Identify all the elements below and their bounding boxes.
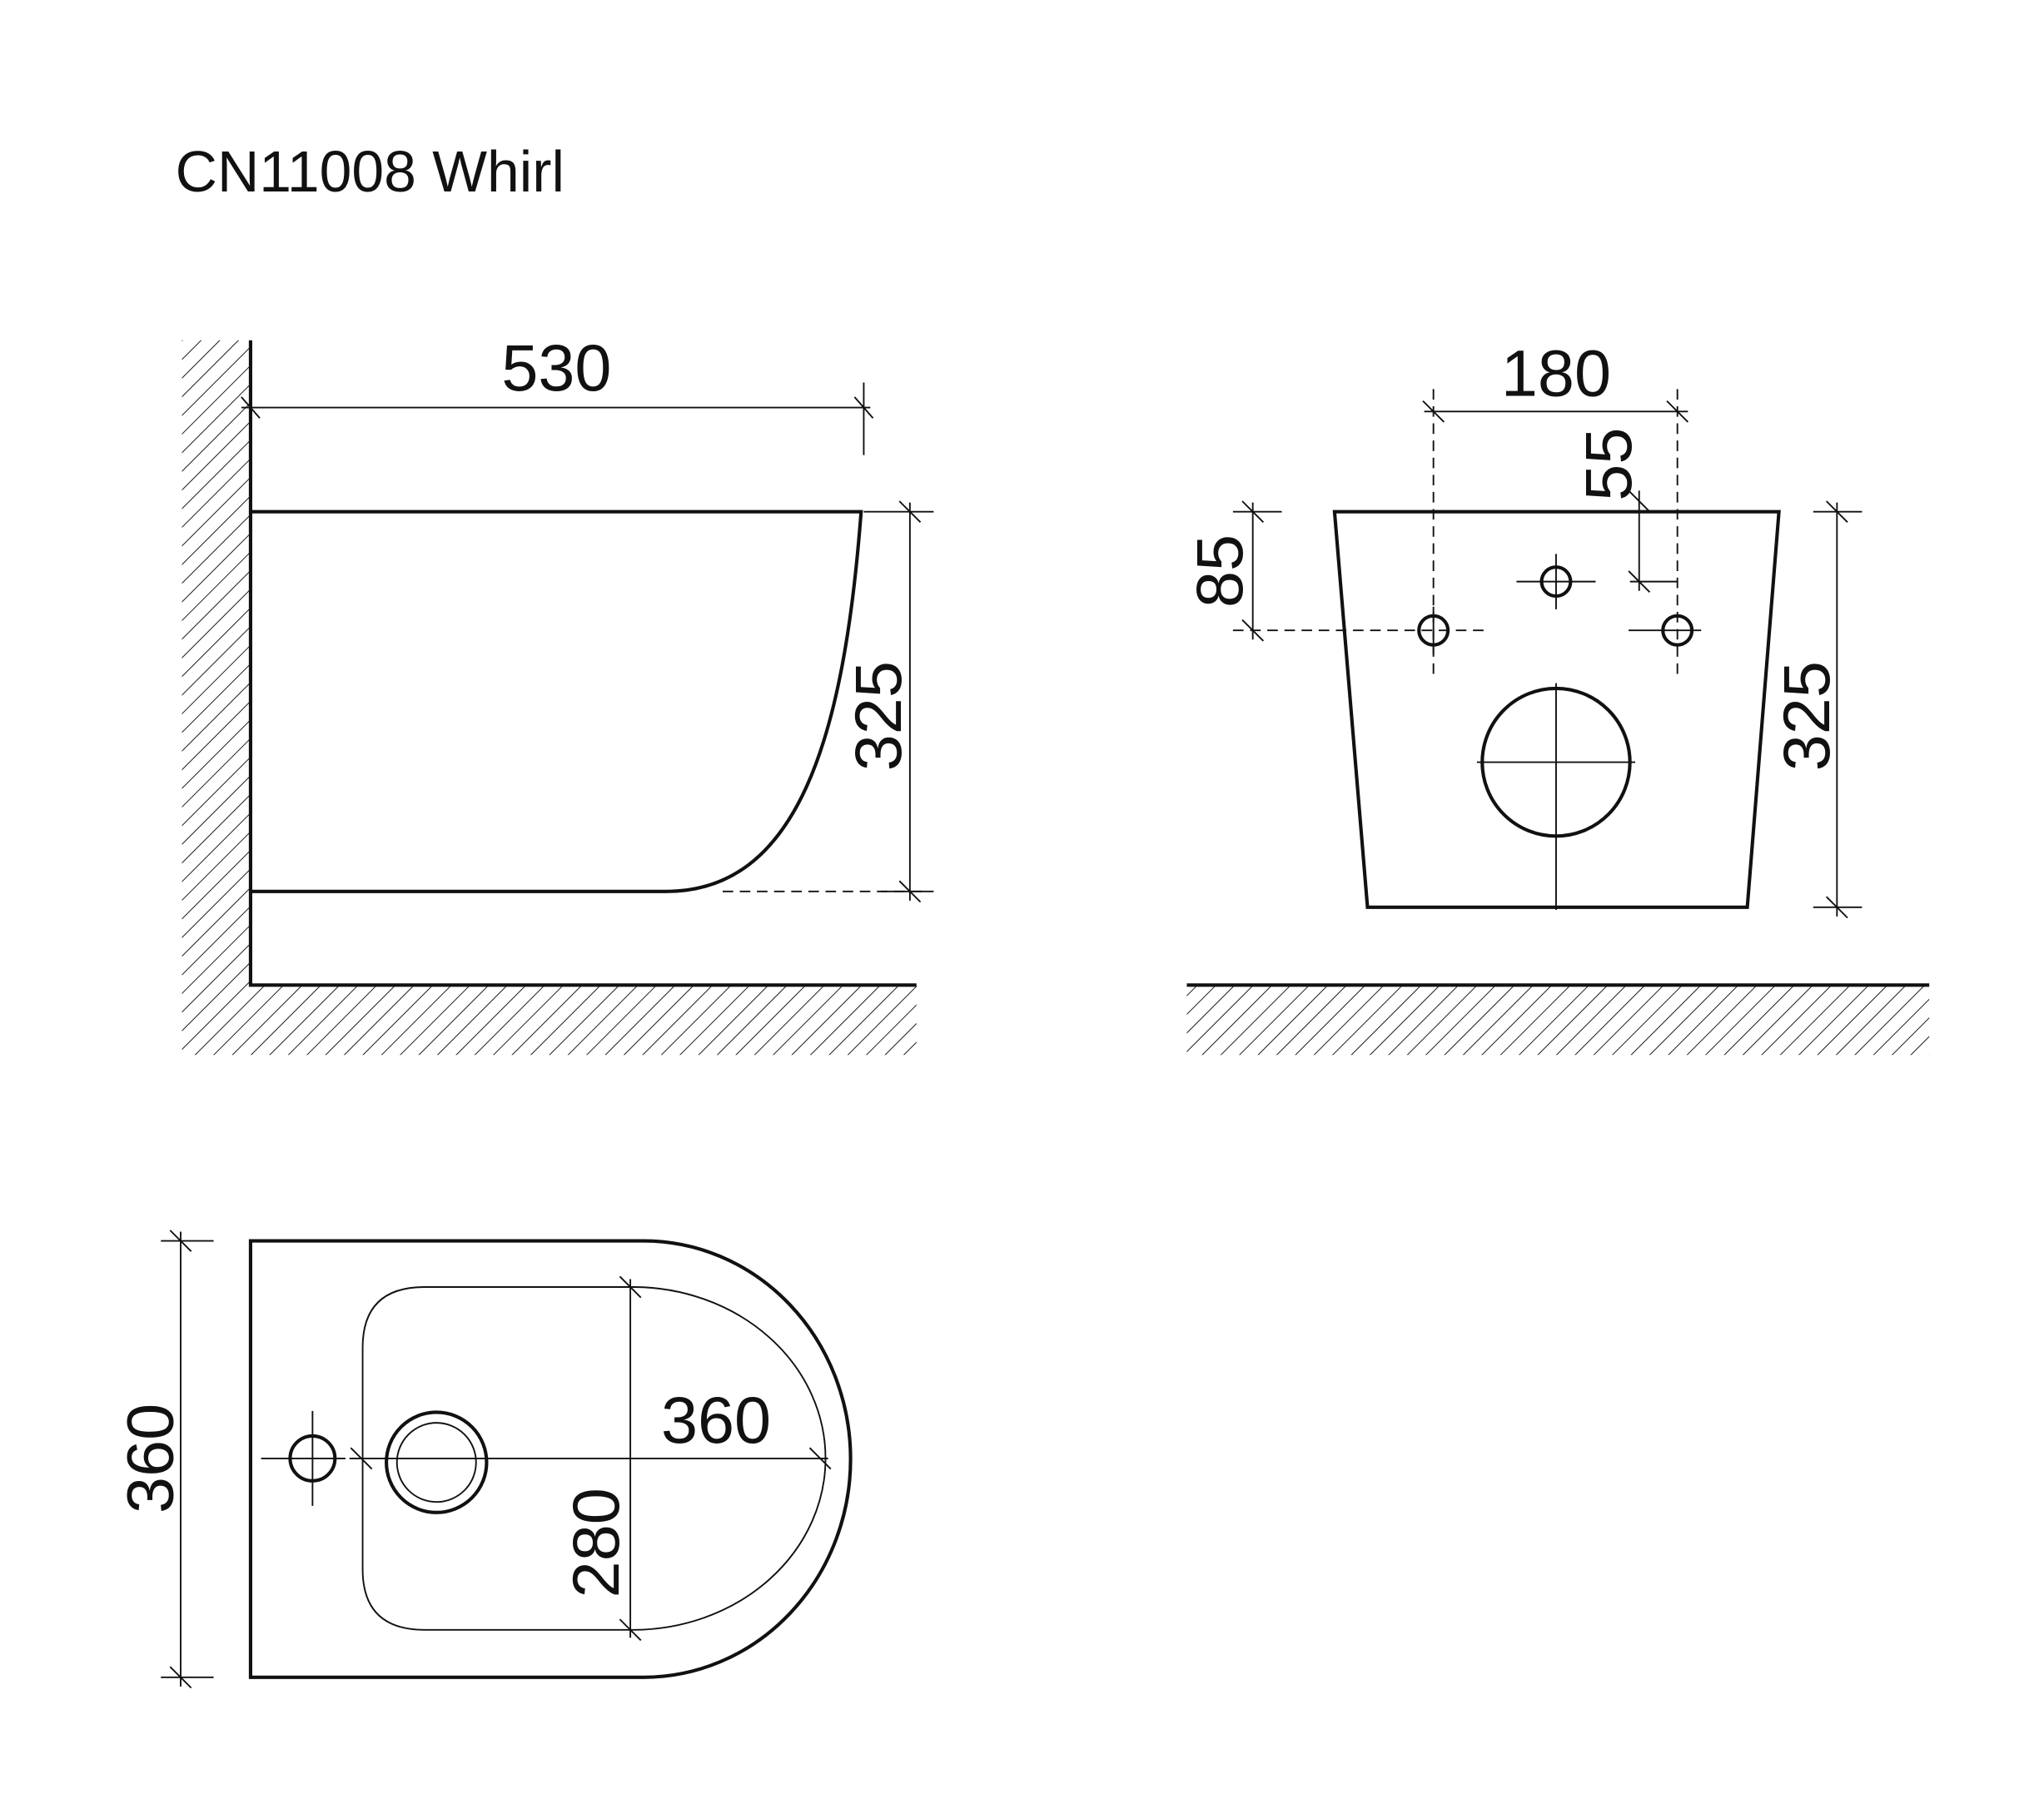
bidet-top-outline [248, 1239, 853, 1679]
dimension-label: 360 [661, 1383, 771, 1457]
waste-outlet [1476, 683, 1636, 911]
wall-floor-line [248, 340, 917, 987]
dimension-325-front: 325 [1769, 500, 1862, 919]
dimension-180: 180 [1422, 335, 1689, 423]
drain-top [385, 1410, 489, 1514]
dimension-label: 325 [1769, 661, 1843, 771]
top-view: 360 280 360 [112, 1230, 853, 1689]
drawing-title: CN11008 Whirl [176, 139, 564, 204]
dimension-530: 530 [241, 330, 874, 455]
mounting-hole-left [1417, 606, 1450, 654]
bidet-front-outline [1332, 509, 1781, 909]
dimension-325-side: 325 [841, 500, 934, 903]
wall-hatching [182, 340, 251, 1056]
tap-hole [1516, 554, 1596, 609]
dimension-label: 180 [1501, 335, 1611, 410]
dimension-55: 55 [1571, 428, 1678, 593]
dimension-label: 55 [1571, 428, 1645, 501]
dimension-280: 280 [559, 1275, 642, 1642]
floor-hatching [250, 985, 917, 1056]
dimension-label: 530 [501, 330, 611, 405]
dimension-label: 85 [1182, 534, 1256, 608]
dimension-label: 280 [559, 1488, 633, 1598]
bidet-side-profile [250, 509, 863, 893]
dimension-label: 360 [112, 1404, 186, 1513]
dimension-360-depth: 360 [112, 1230, 214, 1689]
front-view: 180 55 85 325 [1182, 335, 1930, 1056]
dimension-85: 85 [1182, 500, 1282, 642]
dimension-360-basin: 360 [349, 1383, 832, 1470]
side-view: 530 325 [182, 330, 934, 1056]
dimension-label: 325 [841, 661, 915, 771]
mounting-hole-right [1629, 614, 1702, 647]
tap-hole-top [261, 1410, 346, 1506]
floor-hatching [1186, 985, 1930, 1056]
